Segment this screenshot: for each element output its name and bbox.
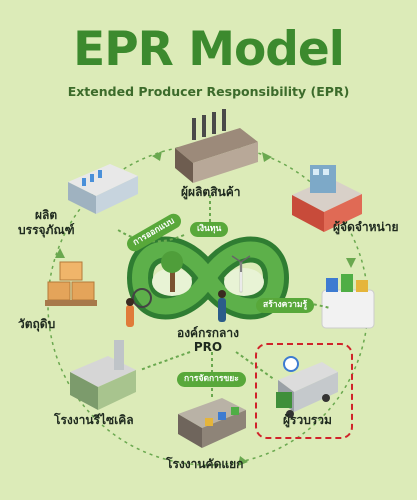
recycling-plant-label: โรงงานรีไซเคิล	[54, 413, 134, 427]
flow-label-awareness: สร้างความรู้	[256, 298, 315, 313]
packaging-label-line2: บรรจุภัณฑ์	[18, 223, 75, 237]
cycle-arrow-icon	[55, 248, 65, 258]
collector-label: ผู้รวบรวม	[283, 413, 332, 427]
packaging-label-line1: ผลิต	[35, 208, 58, 222]
sorting-plant-label: โรงงานคัดแยก	[166, 457, 244, 471]
pro-center-line1: องค์กรกลาง	[176, 326, 240, 340]
flow-label-funding: เงินทุน	[190, 222, 229, 237]
pro-center-label: องค์กรกลาง PRO	[168, 326, 248, 354]
factory-icon	[175, 109, 258, 183]
recycling-plant-icon	[70, 340, 136, 410]
store-icon	[292, 165, 362, 232]
producer-label: ผู้ผลิตสินค้า	[181, 185, 241, 199]
flow-label-waste-management: การจัดการขยะ	[177, 372, 246, 387]
person-with-magnifier-icon	[126, 288, 152, 327]
cycle-arrow-icon	[238, 456, 248, 466]
flow-arrow-icon	[139, 351, 191, 371]
page-subtitle: Extended Producer Responsibility (EPR)	[67, 84, 350, 99]
cycle-arrow-icon	[262, 152, 272, 162]
raw-material-boxes-icon	[45, 261, 97, 306]
distributor-label: ผู้จัดจำหน่าย	[333, 220, 399, 234]
pro-center-line2: PRO	[193, 340, 223, 354]
garbage-truck-icon	[276, 356, 338, 418]
raw-material-label: วัตถุดิบ	[18, 317, 56, 331]
flow-arrow-icon	[117, 229, 185, 243]
cycle-arrow-icon	[152, 151, 162, 161]
cycle-arrow-icon	[346, 258, 356, 268]
collector-highlight-box	[255, 343, 353, 439]
product-shelf-icon	[321, 274, 375, 329]
infinity-loop-icon	[127, 236, 289, 320]
sorting-plant-icon	[178, 398, 246, 448]
page-title: EPR Model	[73, 22, 345, 77]
person-icon	[218, 290, 226, 322]
packaging-machine-icon	[68, 164, 138, 214]
